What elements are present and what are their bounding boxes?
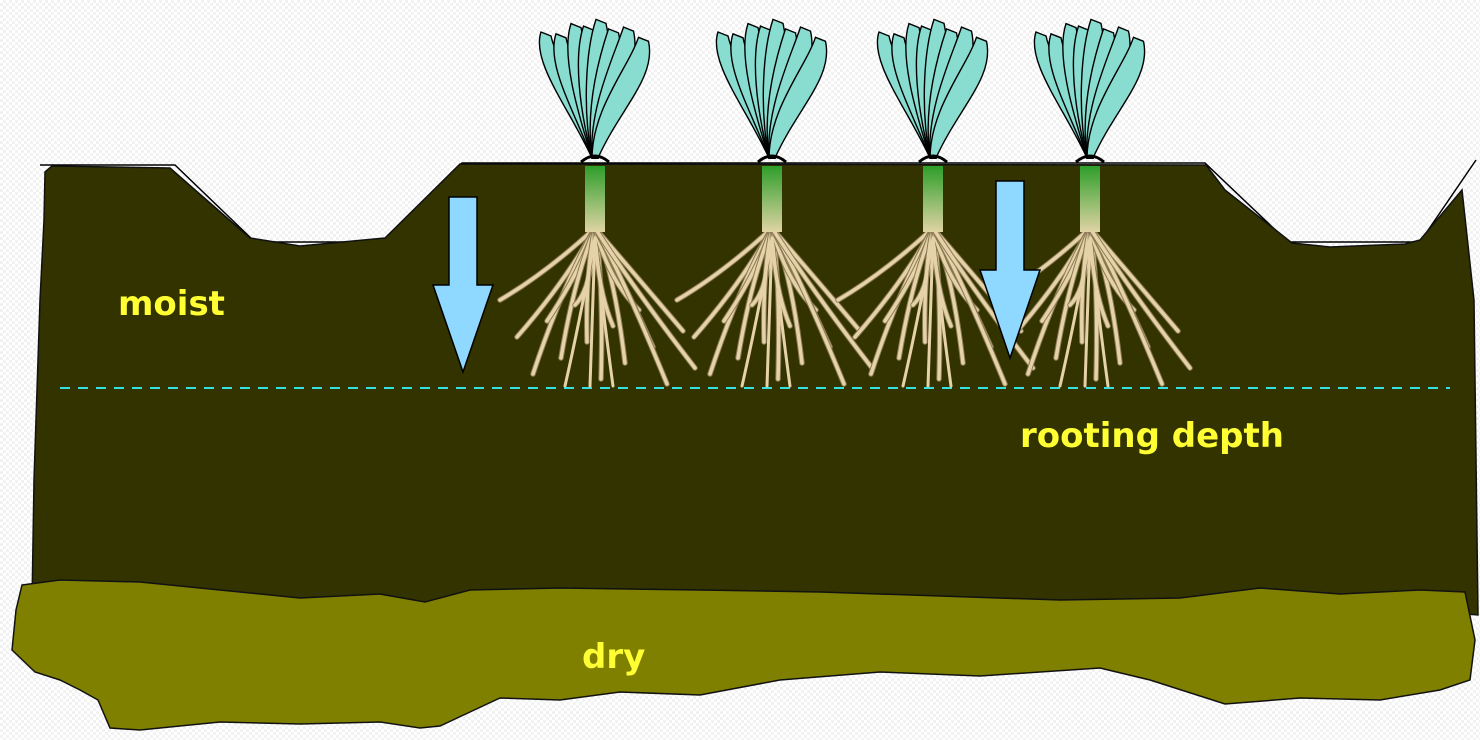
leaf-base [758,156,786,162]
moist-label: moist [118,284,225,324]
stem [923,166,943,232]
leaf-base [1076,156,1104,162]
dry-soil-layer [12,580,1475,730]
leaves [716,19,826,162]
leaf-base [919,156,947,162]
moist-soil-layer [32,164,1478,620]
leaves [1034,19,1144,162]
dry-label: dry [582,637,645,677]
stem [1080,166,1100,232]
leaves [539,19,649,162]
leaf-base [581,156,609,162]
stem [762,166,782,232]
rooting-depth-label: rooting depth [1020,416,1284,456]
stem [585,166,605,232]
leaves [877,19,987,162]
